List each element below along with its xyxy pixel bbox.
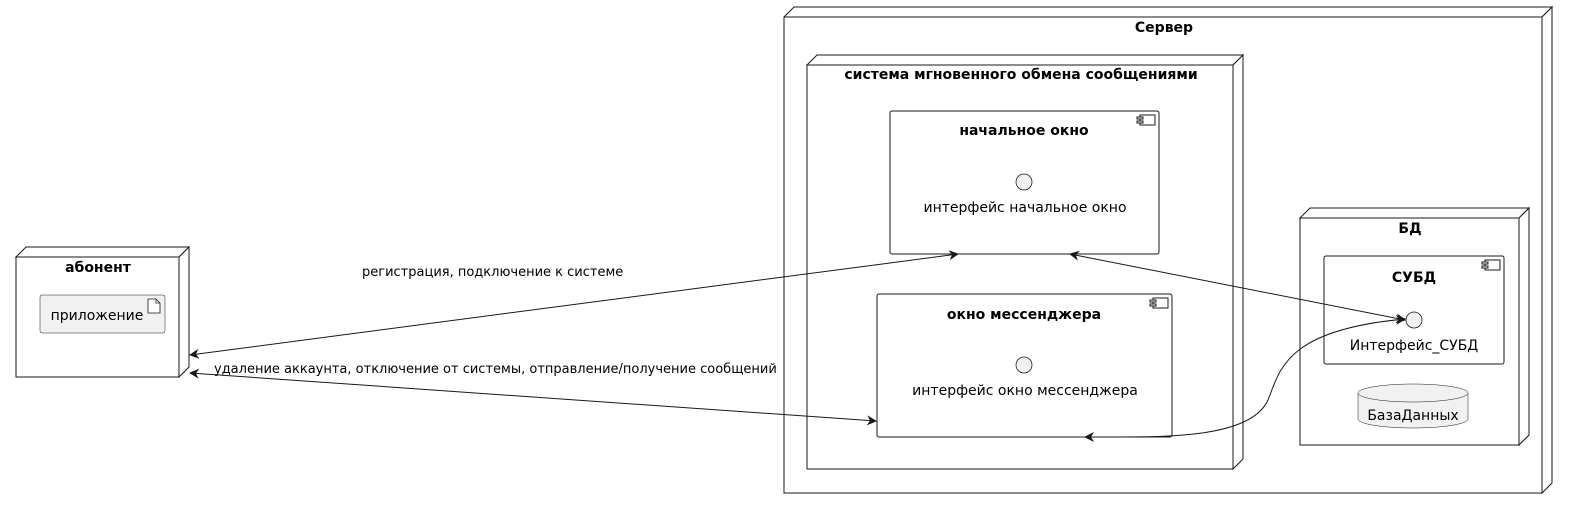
subscriber-node-label: абонент [65, 260, 132, 276]
edge-start-to-dbms [1069, 250, 1406, 324]
database-label: БазаДанных [1367, 408, 1458, 424]
start-window-component: начальное окно интерфейс начальное окно [889, 110, 1160, 255]
component-icon [1136, 114, 1156, 126]
interface-circle-icon [1015, 173, 1033, 191]
messenger-window-label: окно мессенджера [947, 307, 1101, 323]
messenger-window-component: окно мессенджера интерфейс окно мессендж… [876, 293, 1173, 438]
start-window-interface-label: интерфейс начальное окно [923, 200, 1126, 216]
component-icon [1481, 259, 1501, 271]
database-cylinder: БазаДанных [1357, 383, 1469, 429]
artifact-icon [147, 298, 161, 314]
db-node-label: БД [1398, 221, 1421, 237]
edge-registration-label: регистрация, подключение к системе [362, 265, 623, 280]
interface-circle-icon [1015, 356, 1033, 374]
ims-node-label: система мгновенного обмена сообщениями [844, 67, 1197, 83]
edge-messenger-to-dbms [1084, 314, 1406, 443]
edge-messaging [189, 368, 877, 426]
dbms-component: СУБД Интерфейс_СУБД [1323, 255, 1505, 365]
component-icon [1149, 297, 1169, 309]
artifact-application: приложение [39, 294, 166, 334]
artifact-label: приложение [51, 308, 144, 324]
server-node-label: Сервер [1135, 20, 1193, 36]
messenger-window-interface-label: интерфейс окно мессенджера [912, 383, 1138, 399]
start-window-label: начальное окно [959, 123, 1089, 139]
dbms-label: СУБД [1392, 270, 1436, 286]
edge-registration [189, 250, 959, 359]
interface-circle-icon [1405, 311, 1423, 329]
dbms-interface-label: Интерфейс_СУБД [1350, 338, 1479, 354]
edge-messaging-label: удаление аккаунта, отключение от системы… [214, 362, 777, 377]
